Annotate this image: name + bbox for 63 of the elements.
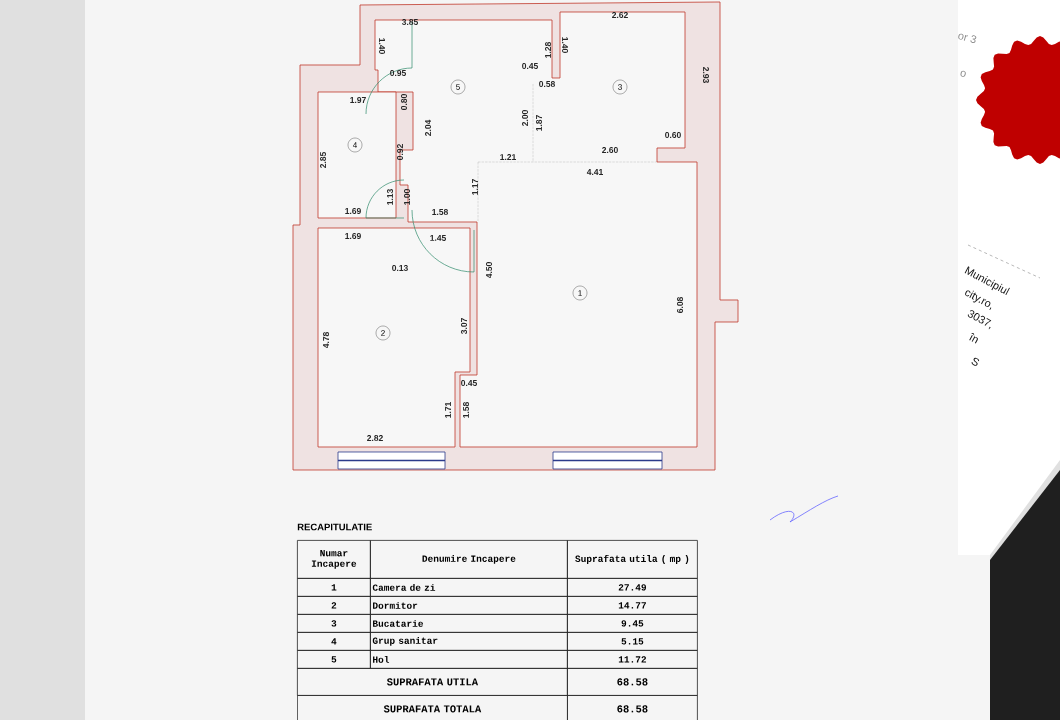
dimension-label: 1.71 <box>445 402 451 418</box>
table-cell: 4 <box>297 632 371 651</box>
dimension-label: 0.95 <box>390 70 406 76</box>
text-fragment: S <box>971 357 980 366</box>
dimension-label: 6.08 <box>677 297 683 313</box>
text-fragment: o <box>960 70 966 77</box>
dimension-label: 2.60 <box>602 147 618 153</box>
dimension-label: 1.13 <box>387 189 393 205</box>
table-cell: 3 <box>297 614 371 633</box>
text-fragment: în <box>969 333 978 344</box>
dimension-label: 2.82 <box>367 435 383 441</box>
dimension-label: 1.00 <box>404 189 410 205</box>
dimension-label: 2.04 <box>425 119 431 136</box>
table-cell: 68.58 <box>567 695 698 720</box>
dimension-label: 2.00 <box>522 110 528 126</box>
dimension-label: 0.58 <box>539 81 555 87</box>
dimension-label: 1.58 <box>463 402 469 418</box>
table-cell: Suprafata utila ( mp ) <box>567 540 698 579</box>
dimension-label: 3.07 <box>461 318 467 335</box>
table-cell: SUPRAFATA UTILA <box>297 668 568 696</box>
table-cell: SUPRAFATA TOTALA <box>297 695 568 720</box>
dimension-label: 2.93 <box>703 67 709 83</box>
table-cell: 5.15 <box>567 632 698 651</box>
dimension-label: 2.62 <box>612 12 628 18</box>
table-cell: Dormitor <box>370 596 568 615</box>
table-cell: 9.45 <box>567 614 698 633</box>
dimension-label: 0.13 <box>392 265 408 271</box>
dimension-label: 3.85 <box>401 19 418 25</box>
dimension-label: 4.78 <box>323 332 329 349</box>
dimension-label: 1.45 <box>430 235 446 241</box>
dimension-label: 1.28 <box>545 42 551 58</box>
table-cell: 11.72 <box>567 650 698 669</box>
table-cell: Grup sanitar <box>370 632 568 651</box>
dimension-label: 1.58 <box>432 209 448 215</box>
table-cell: 2 <box>297 596 371 615</box>
dimension-label: 1.87 <box>536 115 542 131</box>
dimension-label: 2.85 <box>320 152 326 168</box>
dimension-label: 0.80 <box>401 94 407 110</box>
table-cell: 1 <box>297 578 371 597</box>
table-cell: 68.58 <box>567 668 698 696</box>
table-cell: Bucatarie <box>370 614 568 633</box>
dimension-label: 1.40 <box>562 37 568 53</box>
dimension-label: 1.69 <box>345 233 361 239</box>
dimension-label: 0.60 <box>665 132 681 138</box>
table-cell: Numar Incapere <box>297 540 371 579</box>
dimension-label: 1.69 <box>345 208 361 214</box>
table-cell: Hol <box>370 650 568 669</box>
table-cell: Denumire Incapere <box>370 540 568 579</box>
text-fragment: or 3 <box>958 33 977 44</box>
table-cell: Camera de zi <box>370 578 568 597</box>
dimension-label: 1.17 <box>472 179 478 195</box>
dimension-label: 1.40 <box>379 38 385 54</box>
table-cell: 27.49 <box>567 578 698 597</box>
dimension-label: 0.92 <box>397 144 403 160</box>
table-title: RECAPITULATIE <box>297 523 372 531</box>
dimension-label: 0.45 <box>461 380 477 386</box>
dimension-label: 1.21 <box>500 154 516 160</box>
dimension-label: 0.45 <box>522 63 538 69</box>
table-cell: 5 <box>297 650 371 669</box>
dimension-label: 4.50 <box>486 262 492 279</box>
dimension-label: 1.97 <box>350 97 366 103</box>
dimension-label: 4.41 <box>586 169 603 175</box>
table-cell: 14.77 <box>567 596 698 615</box>
